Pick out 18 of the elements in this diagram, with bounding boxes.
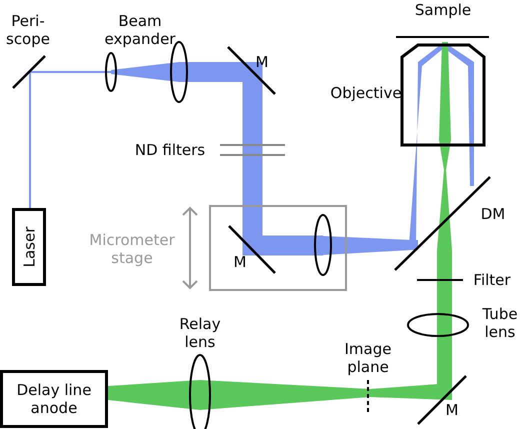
- component-label: Peri- scope: [5, 12, 51, 48]
- device-box: [0, 370, 108, 428]
- component-label: Image plane: [344, 340, 392, 376]
- device-label: Laser: [20, 226, 38, 268]
- component-label: Sample: [414, 1, 472, 19]
- device-label: Delay line anode: [16, 381, 92, 417]
- component-label: M: [444, 401, 460, 419]
- component-label: Tube lens: [481, 305, 519, 341]
- device-box: [12, 208, 46, 286]
- component-label: Filter: [472, 271, 512, 289]
- component-label: DM: [480, 205, 506, 223]
- component-label: Objective: [329, 84, 403, 102]
- component-label: Beam expander: [104, 12, 176, 48]
- component-label: Relay lens: [178, 315, 222, 351]
- component-label: ND filters: [134, 141, 206, 159]
- component-label: Micrometer stage: [88, 231, 176, 267]
- component-label: M: [254, 53, 270, 71]
- component-label: M: [232, 253, 248, 271]
